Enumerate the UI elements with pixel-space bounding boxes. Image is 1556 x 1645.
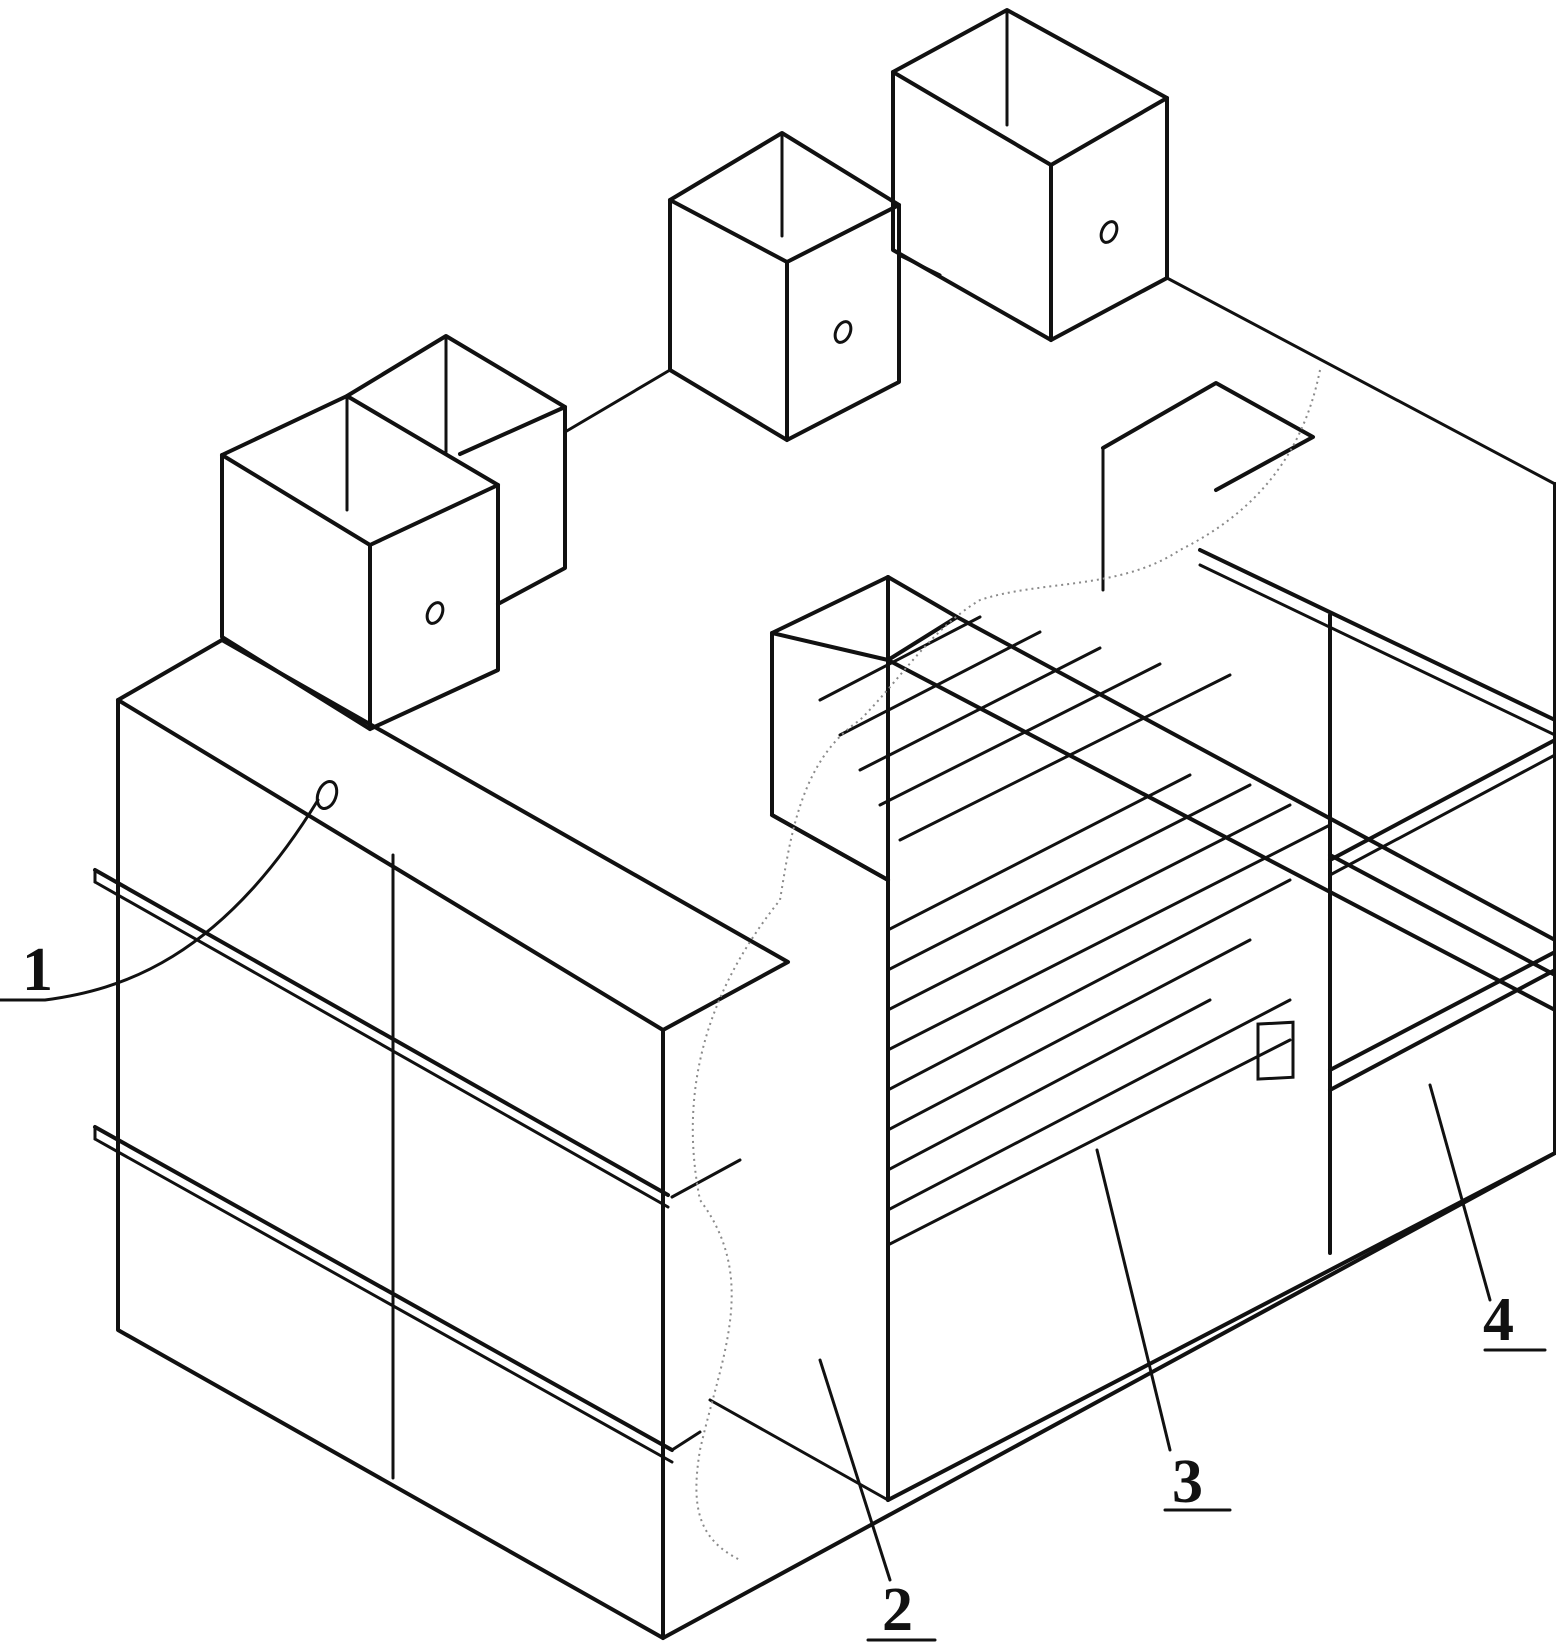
label-2: 2	[882, 1576, 913, 1644]
callout-4: 4	[1428, 1083, 1547, 1354]
leader-curve	[691, 369, 1321, 1561]
connector-line	[1165, 276, 1556, 486]
top-box-right	[891, 8, 1169, 342]
label-3: 3	[1172, 1448, 1203, 1516]
top-box-middle	[668, 131, 901, 442]
right-cabinet	[770, 381, 1556, 1502]
left-cabinet	[93, 638, 790, 1640]
callout-3: 3	[1095, 1148, 1232, 1516]
connector-line	[897, 253, 942, 277]
callout-1: 1	[0, 798, 320, 1004]
base-edge	[661, 1151, 1556, 1640]
top-box-left-back	[345, 334, 567, 606]
label-1: 1	[22, 936, 53, 1004]
label-4: 4	[1483, 1286, 1514, 1354]
top-box-left-front	[220, 394, 500, 731]
callout-2: 2	[818, 1358, 937, 1644]
connector-line	[563, 368, 672, 434]
